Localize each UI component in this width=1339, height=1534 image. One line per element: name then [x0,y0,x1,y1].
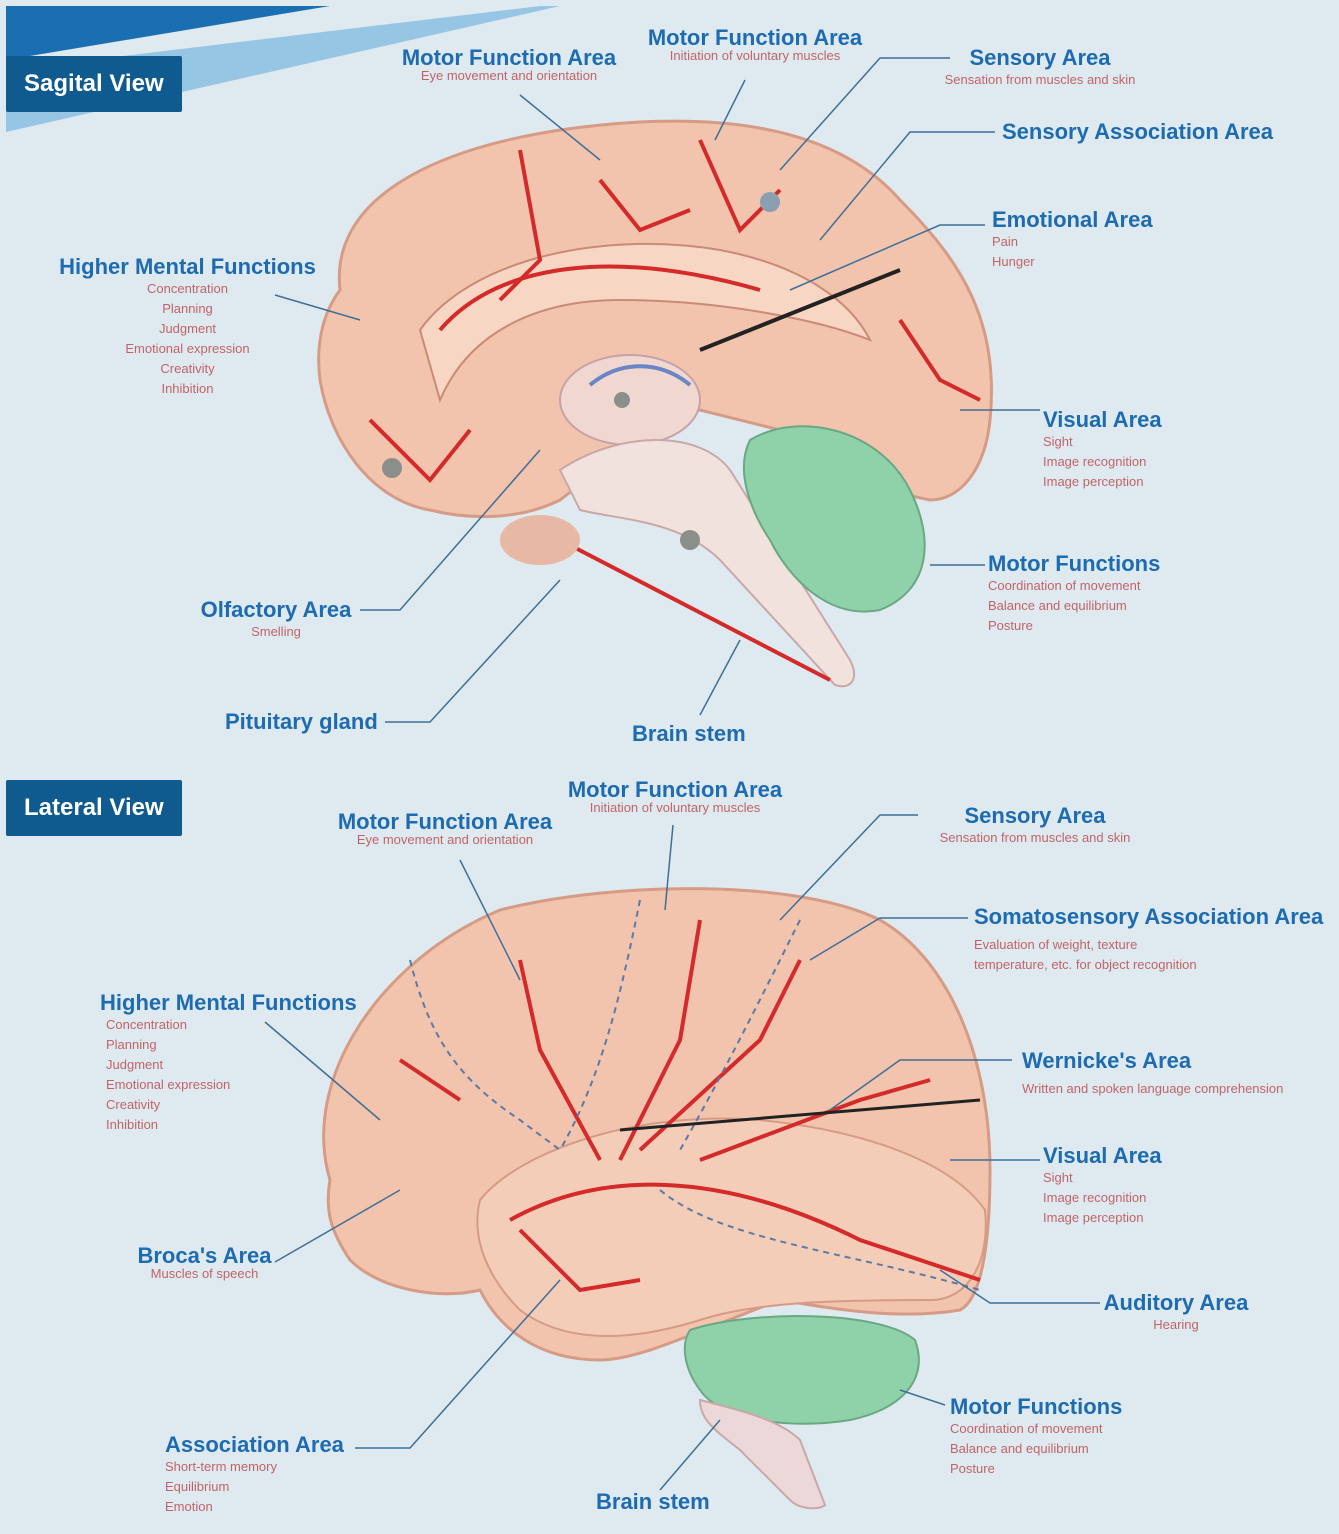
label-higher-mental-lateral: Higher Mental Functions Concentration Pl… [100,990,357,1133]
label-somatosensory-lateral: Somatosensory Association Area Evaluatio… [974,904,1324,973]
label-motor-voluntary-lateral: Motor Function Area Initiation of volunt… [567,777,783,816]
label-olfactory-sagittal: Olfactory Area Smelling [200,597,352,640]
sagittal-cerebrum [317,119,994,519]
lateral-leader-lines [264,814,1100,1491]
label-visual-lateral: Visual Area Sight Image recognition Imag… [1043,1143,1162,1226]
label-sensory-association-sagittal: Sensory Association Area [1002,119,1274,144]
sagittal-leader-lines [274,57,1040,723]
label-motor-voluntary-sagittal: Motor Function Area Initiation of volunt… [647,25,863,64]
label-sensory-lateral: Sensory Area Sensation from muscles and … [939,803,1131,846]
sagittal-peg-front [382,458,402,478]
sagittal-brain [317,119,994,688]
lateral-arteries [398,919,981,1293]
label-sensory-sagittal: Sensory Area Sensation from muscles and … [944,45,1136,88]
label-broca-lateral: Broca's Area Muscles of speech [137,1243,272,1282]
label-motor-eye-lateral: Motor Function Area Eye movement and ori… [337,809,553,848]
cut-line [699,268,901,352]
label-emotional-sagittal: Emotional Area Pain Hunger [992,207,1153,270]
label-wernicke-lateral: Wernicke's Area Written and spoken langu… [1022,1048,1284,1097]
label-motor-functions-sagittal: Motor Functions Coordination of movement… [988,551,1161,634]
olfactory-bulb [500,515,580,565]
sagittal-peg-stem [680,530,700,550]
lateral-view-badge: Lateral View [6,780,182,836]
label-motor-eye-sagittal: Motor Function Area Eye movement and ori… [401,45,617,84]
lateral-brain [322,887,992,1510]
sagittal-peg-top [760,192,780,212]
sagittal-peg [614,392,630,408]
label-association-lateral: Association Area Short-term memory Equil… [165,1432,344,1515]
ventricle [588,364,692,387]
sagittal-cerebellum [742,425,926,613]
lateral-cerebellum [683,1315,920,1425]
label-higher-mental-sagittal: Higher Mental Functions Concentration Pl… [59,254,316,397]
lateral-area-boundaries [409,899,981,1291]
lateral-fissure [619,1098,981,1132]
label-auditory-lateral: Auditory Area Hearing [1103,1290,1249,1333]
label-pituitary-sagittal: Pituitary gland [225,709,378,734]
sagittal-view-badge: Sagital View [6,56,182,112]
sagittal-brainstem [558,439,855,688]
label-visual-sagittal: Visual Area Sight Image recognition Imag… [1043,407,1162,490]
header-stripe-dark [6,6,330,60]
label-brainstem-lateral: Brain stem [596,1489,710,1514]
label-motor-functions-lateral: Motor Functions Coordination of movement… [950,1394,1123,1477]
label-brainstem-sagittal: Brain stem [632,721,746,746]
corpus-callosum [418,242,873,403]
